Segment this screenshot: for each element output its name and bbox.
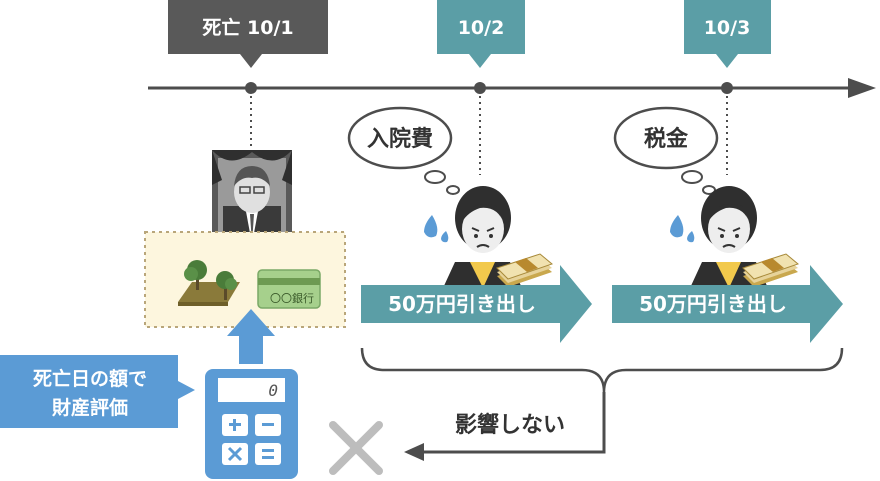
valuation-up-arrow: [227, 309, 275, 364]
valuation-callout: 死亡日の額で 財産評価: [0, 355, 195, 428]
withdrawal-arrow-1: 50万円引き出し: [361, 265, 592, 343]
worried-person-1: [424, 186, 522, 288]
thought-tax-text: 税金: [644, 126, 689, 152]
date2-point: [474, 82, 486, 94]
land-icon: [178, 260, 240, 306]
timeline: [148, 78, 876, 175]
calculator-icon: 0: [205, 369, 298, 479]
no-effect-label: 影響しない: [455, 412, 565, 438]
death-date-label: 死亡 10/1: [202, 16, 293, 39]
death-date-flag: 死亡 10/1: [168, 0, 328, 68]
cash-bundle-1: [496, 253, 554, 287]
thought-bubble-hospital: 入院費: [347, 106, 460, 195]
x-mark-icon: [329, 421, 383, 475]
timeline-arrowhead: [848, 78, 876, 98]
cash-bundle-2: [742, 253, 800, 287]
calculator-display: 0: [268, 381, 278, 400]
withdrawal-arrow-2: 50万円引き出し: [612, 265, 843, 343]
callout-line1: 死亡日の額で: [33, 367, 147, 390]
date3-flag: 10/3: [684, 0, 771, 68]
withdrawal-1-text: 50万円引き出し: [388, 292, 536, 316]
death-date-point: [245, 82, 257, 94]
date2-label: 10/2: [458, 17, 505, 39]
withdrawal-2-text: 50万円引き出し: [639, 292, 787, 316]
callout-line2: 財産評価: [52, 396, 128, 419]
no-effect-arrow: [404, 392, 606, 461]
date3-label: 10/3: [704, 17, 751, 39]
thought-hospital-text: 入院費: [367, 126, 433, 152]
thought-bubble-tax: 税金: [613, 106, 719, 195]
memorial-portrait: [212, 150, 292, 250]
bank-card-text: 〇〇銀行: [270, 291, 314, 305]
date2-flag: 10/2: [437, 0, 525, 68]
bank-card-icon: 〇〇銀行: [257, 269, 321, 309]
date3-point: [721, 82, 733, 94]
withdrawals-brace: [360, 347, 844, 393]
